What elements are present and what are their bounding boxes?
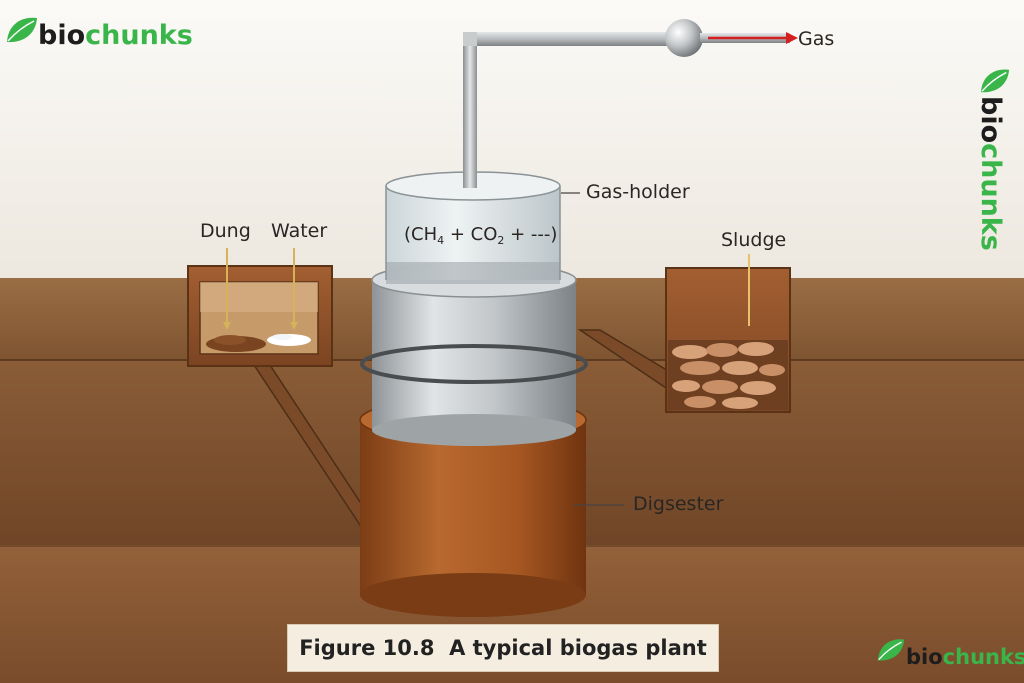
figure-number: Figure 10.8 [299, 636, 435, 660]
gas-holder-drum [360, 262, 588, 446]
formula-subscript-4: 4 [437, 234, 445, 247]
sludge-lump [759, 364, 785, 376]
leaf-icon [7, 17, 37, 43]
gas-label: Gas [798, 28, 835, 50]
sludge-lump [740, 381, 776, 395]
brand-logo: biochunks [38, 22, 193, 49]
formula-mid: + CO [444, 224, 498, 245]
dung-label: Dung [200, 220, 251, 242]
figure-title: A typical biogas plant [449, 636, 707, 660]
digester [359, 397, 587, 617]
brand-name-part1: bio [38, 20, 86, 51]
sludge-lump [738, 342, 774, 356]
brand-logo-vertical: biochunks [974, 96, 1006, 251]
sludge-lump [702, 380, 738, 394]
gas-holder-label: Gas-holder [586, 181, 690, 203]
gas-pipe [463, 19, 798, 188]
sludge-label: Sludge [721, 229, 787, 251]
mixing-tank [187, 265, 333, 367]
gas-formula-label: (CH4 + CO2 + ---) [404, 224, 557, 247]
brand-name-part2: chunks [942, 645, 1024, 669]
gas-valve [665, 19, 703, 57]
formula-subscript-2: 2 [497, 234, 505, 247]
formula-open: (CH [404, 224, 438, 245]
sludge-tank [665, 267, 791, 413]
figure-caption: Figure 10.8 A typical biogas plant [299, 636, 707, 660]
sludge-lump [706, 343, 738, 357]
sludge-lump [672, 380, 700, 392]
sludge-lump [722, 397, 758, 409]
sludge-lump [722, 361, 758, 375]
leaf-icon [980, 69, 1010, 93]
formula-close: + ---) [504, 224, 558, 245]
sludge-lump [672, 345, 708, 359]
sludge-lump [684, 396, 716, 408]
water-label: Water [271, 220, 328, 242]
figure-caption-box: Figure 10.8 A typical biogas plant [287, 624, 719, 672]
sludge-lump [680, 361, 720, 375]
brand-name-part1: bio [975, 96, 1006, 144]
brand-logo-footer: biochunks [906, 647, 1024, 668]
brand-name-part1: bio [906, 645, 943, 669]
brand-name-part2: chunks [85, 20, 193, 51]
brand-name-part2: chunks [975, 143, 1006, 251]
digester-label: Digsester [633, 493, 724, 515]
leaf-icon [877, 639, 905, 661]
